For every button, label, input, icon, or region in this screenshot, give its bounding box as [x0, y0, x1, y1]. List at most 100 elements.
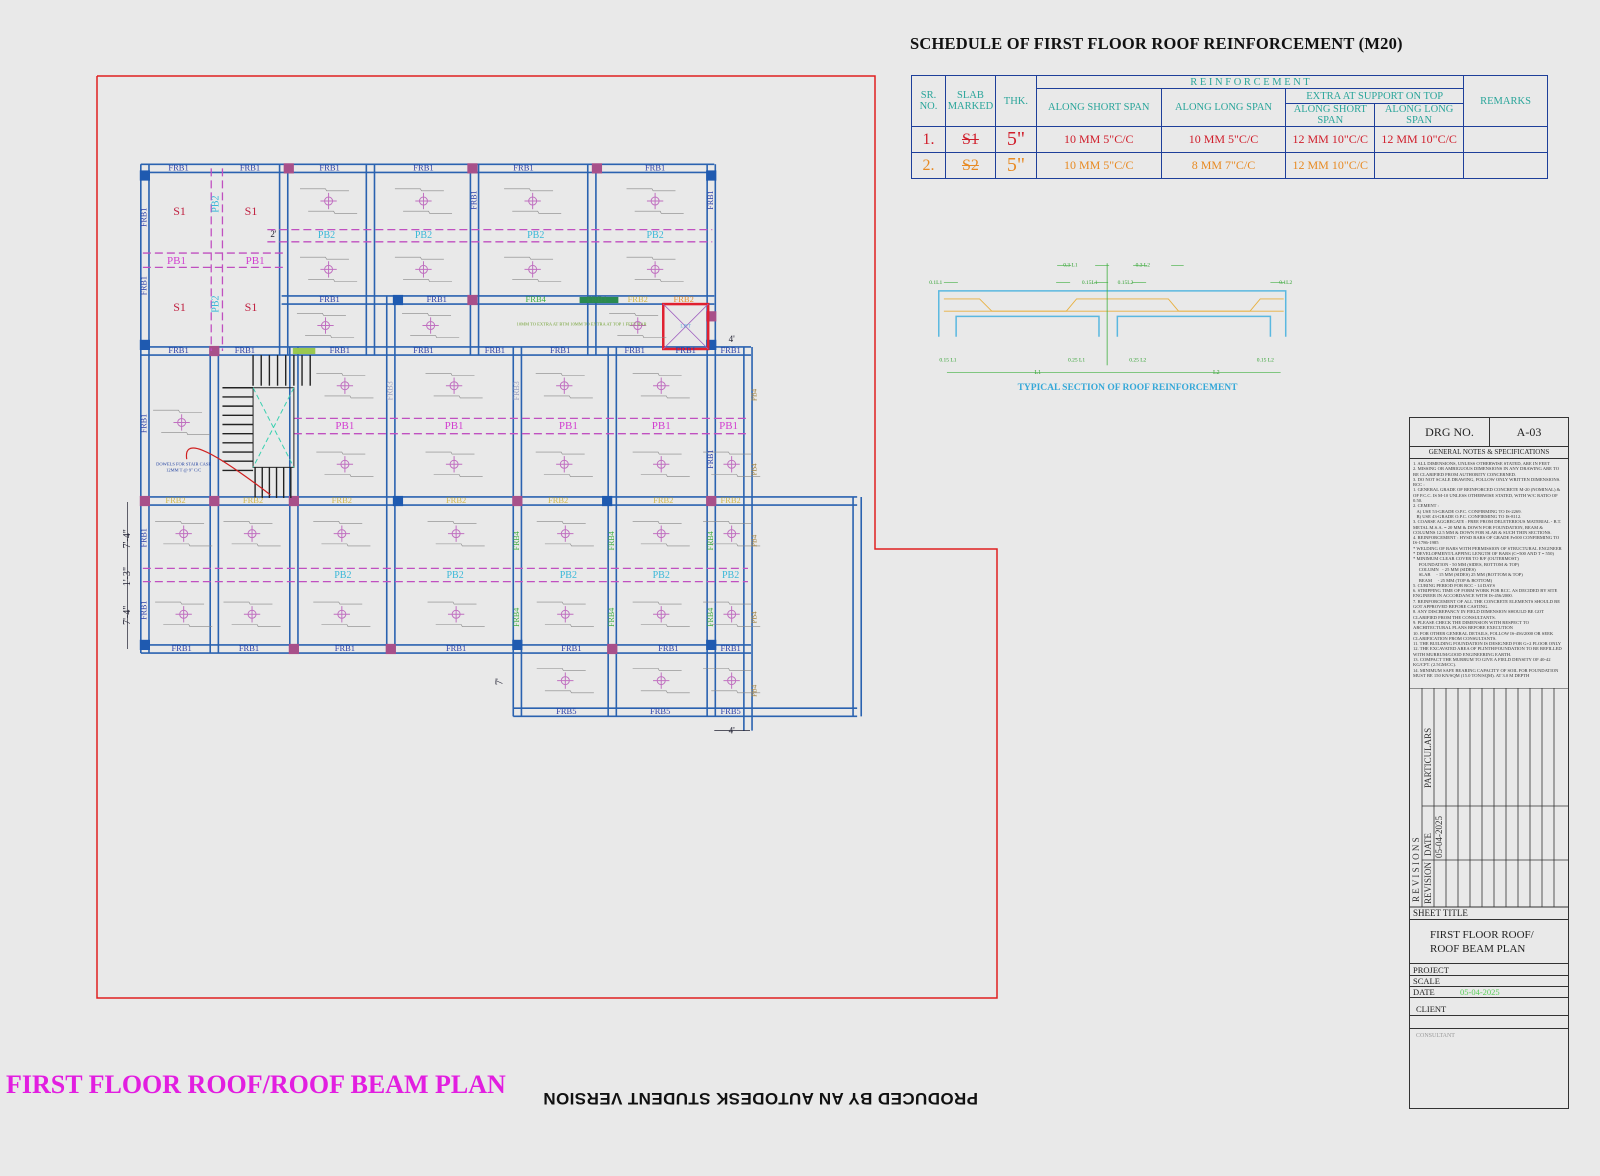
bar-sketch — [300, 188, 349, 192]
notes-title: GENERAL NOTES & SPECIFICATIONS — [1410, 447, 1568, 459]
section-span-dim: L1 — [1034, 370, 1041, 376]
slab-mark: S1 — [173, 204, 186, 218]
header-along-short-span: ALONG SHORT SPAN — [1035, 88, 1162, 127]
slab-reinforcement-marker — [425, 451, 483, 477]
bar-sketch — [711, 690, 761, 694]
slab-reinforcement-marker — [703, 668, 761, 694]
slab-reinforcement-marker — [632, 373, 690, 399]
title-block: DRG NO. A-03 GENERAL NOTES & SPECIFICATI… — [1409, 417, 1569, 1109]
pb2-label: PB2 — [646, 230, 663, 241]
pb1-label: PB1 — [559, 420, 578, 432]
beam-label-vertical: FRB1 — [140, 208, 149, 227]
column — [139, 495, 150, 507]
bar-sketch — [632, 451, 682, 455]
beam-label-vertical: FRB4 — [512, 531, 521, 550]
bar-sketch — [427, 521, 477, 524]
beam-label: FRB2 — [165, 495, 185, 505]
column — [283, 163, 294, 174]
beam-vertical — [140, 164, 150, 654]
pb4-label: PB4 — [751, 684, 759, 697]
column — [288, 495, 299, 507]
beam-label-vertical: FRB4 — [607, 531, 616, 550]
revision-date-label: DATE — [1423, 833, 1433, 856]
bar-sketch — [632, 521, 682, 524]
beam-label: FRB1 — [561, 643, 581, 653]
row2-slab: S2 — [944, 152, 996, 179]
beam-vertical — [365, 164, 376, 356]
pb2-label: PB2 — [318, 230, 335, 241]
beam-label: FRB1 — [171, 643, 191, 653]
bar-sketch — [300, 256, 349, 260]
slab-reinforcement-marker — [155, 521, 213, 547]
pb4-label: PB4 — [751, 388, 759, 401]
column — [602, 495, 613, 507]
beam-label-vertical: FRB3 — [386, 381, 395, 400]
slab-outline — [938, 290, 1287, 337]
beam-label: FRB1 — [240, 162, 260, 172]
bar-sketch — [433, 474, 483, 477]
beam-label: FRB1 — [168, 345, 188, 355]
drg-no-value: A-03 — [1516, 425, 1542, 439]
reinforcement-schedule-table: SR. NO. SLAB MARKED THK. R E I N F O R C… — [911, 75, 1548, 179]
beam-label: FRB1 — [676, 345, 696, 355]
row2-remarks — [1463, 152, 1548, 179]
bar-sketch — [313, 601, 363, 605]
column — [392, 495, 404, 507]
scale-label: SCALE — [1413, 976, 1440, 986]
bar-sketch — [163, 543, 213, 547]
bar-sketch — [512, 279, 562, 282]
column — [288, 643, 299, 655]
date-label: DATE — [1413, 987, 1435, 997]
pb4-label: PB4 — [751, 611, 759, 624]
client-label: CLIENT — [1410, 998, 1568, 1016]
revision-date-value: 05-04-2025 — [1434, 816, 1444, 858]
bar-sketch — [223, 601, 273, 605]
revisions-label: R E V I S I O N S — [1411, 837, 1421, 902]
beam-label: FRB5 — [720, 706, 740, 716]
beam-label: FRB2 — [628, 294, 648, 304]
beam-label: FRB1 — [625, 345, 645, 355]
slab-reinforcement-marker — [632, 601, 690, 627]
slab-reinforcement-marker — [536, 601, 594, 627]
bar-sketch — [231, 543, 281, 547]
pb1-label: PB1 — [719, 420, 738, 432]
bar-sketch — [155, 601, 205, 605]
bar-sketch — [305, 335, 355, 339]
beam-vertical — [852, 496, 863, 717]
dimension-label: 7' — [494, 678, 505, 685]
pb2-label: PB2 — [446, 570, 463, 581]
beam-label: FRB1 — [330, 345, 350, 355]
section-bottom-dim: 0.15 L2 — [1257, 357, 1274, 363]
bar-sketch — [711, 474, 761, 477]
beam-label: FRB2 — [243, 495, 263, 505]
bar-sketch — [544, 543, 594, 547]
beam-vertical — [385, 295, 396, 654]
beam-horizontal — [140, 644, 752, 654]
extra-bar-marker — [292, 347, 316, 355]
bar-sketch — [410, 335, 460, 339]
column — [209, 495, 220, 507]
beam-label-vertical: FRB1 — [469, 190, 478, 209]
autodesk-watermark: PRODUCED BY AN AUTODESK STUDENT VERSION — [543, 1089, 978, 1108]
beam-label: FRB1 — [319, 162, 339, 172]
beam-vertical — [512, 346, 523, 717]
section-bottom-dim: 0.25 L2 — [1129, 357, 1146, 363]
bar-sketch — [394, 256, 444, 260]
beam-label-vertical: FRB4 — [706, 608, 715, 627]
row2-short: 10 MM 5"C/C — [1035, 152, 1162, 179]
bar-sketch — [544, 624, 594, 627]
pb1-label: PB1 — [167, 255, 186, 267]
bar-sketch — [425, 373, 475, 376]
reinforcement-bar — [943, 298, 1284, 312]
pb2-label: PB2 — [560, 570, 577, 581]
header-extra-at-support: EXTRA AT SUPPORT ON TOP — [1285, 88, 1465, 104]
beam-horizontal — [513, 707, 858, 718]
beam-label-vertical: FRB1 — [706, 190, 715, 209]
bar-sketch — [321, 543, 371, 547]
beam-label-vertical: FRB1 — [140, 528, 149, 547]
row1-long: 10 MM 5"C/C — [1160, 126, 1287, 153]
bar-sketch — [313, 521, 363, 524]
stair-note: DOWELS FOR STAIR CASE — [156, 461, 211, 466]
beam-label: FRB1 — [235, 345, 255, 355]
beam-label-vertical: FRB1 — [706, 450, 715, 469]
